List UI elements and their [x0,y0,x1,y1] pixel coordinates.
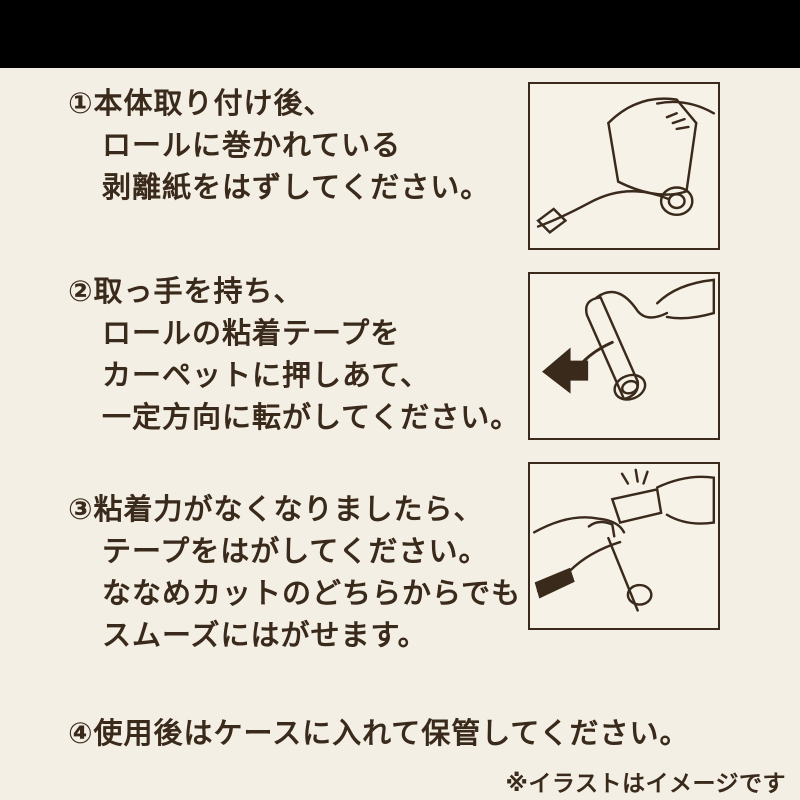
step-3-line-4: スムーズにはがせます。 [102,618,428,652]
tear-off-tape-illustration [528,462,720,630]
step-3-line-1: ③粘着力がなくなりましたら、 [68,492,484,526]
step-1-line-1: ①本体取り付け後、 [68,86,334,120]
step-2-line-3: カーペットに押しあて、 [102,358,430,392]
illustration-note: ※イラストはイメージです [505,771,786,797]
top-black-bar [0,0,800,68]
step-2-instructions: ②取っ手を持ち、 ロールの粘着テープを カーペットに押しあて、 一定方向に転がし… [68,270,520,438]
step-3-line-3: ななめカットのどちらからでも [102,576,522,610]
step-4-instructions: ④使用後はケースに入れて保管してください。 [68,712,690,754]
step-2-line-2: ロールの粘着テープを [102,316,401,350]
step-2-line-1: ②取っ手を持ち、 [68,274,304,308]
step-1-line-3: 剥離紙をはずしてください。 [102,170,491,204]
step-1-line-2: ロールに巻かれている [102,128,402,162]
step-3-line-2: テープをはがしてください。 [102,534,489,568]
step-2-line-4: 一定方向に転がしてください。 [102,400,521,434]
step-3-instructions: ③粘着力がなくなりましたら、 テープをはがしてください。 ななめカットのどちらか… [68,488,521,656]
roll-on-carpet-illustration [528,272,720,440]
step-1-instructions: ①本体取り付け後、 ロールに巻かれている 剥離紙をはずしてください。 [68,82,490,208]
step-4-line-1: ④使用後はケースに入れて保管してください。 [68,716,690,750]
peel-release-paper-illustration [528,82,720,250]
